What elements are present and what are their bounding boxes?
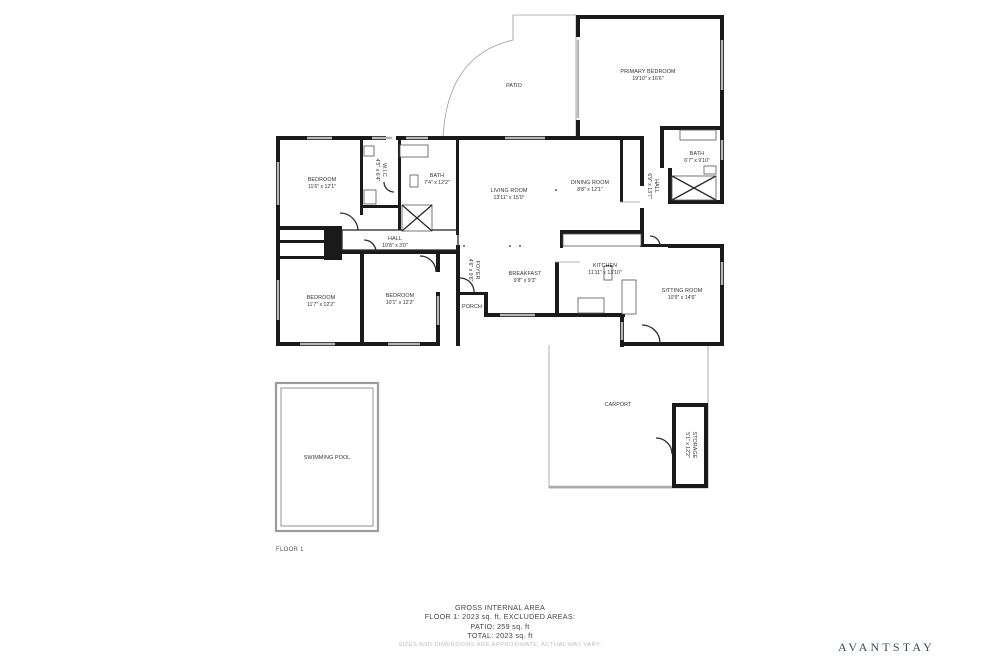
summary-line-2: PATIO: 259 sq. ft [470,621,530,631]
bath-2-label: BATH [690,151,704,157]
area-summary: GROSS INTERNAL AREA FLOOR 1: 2023 sq. ft… [380,603,620,650]
porch-label: PORCH [462,304,482,310]
bath-2-dims: 6'7" x 9'10" [684,158,710,164]
bath-1-label: BATH [430,173,444,179]
carport-label: CARPORT [605,402,633,408]
bedroom-3-dims: 10'1" x 12'2" [386,300,415,306]
bedroom-3-label: BEDROOM [386,293,415,299]
breakfast-dims: 9'8" x 9'3" [514,278,537,284]
room-labels: PATIO PRIMARY BEDROOM 19'10" x 16'6" BED… [304,69,710,461]
primary-bedroom-label: PRIMARY BEDROOM [620,69,676,75]
hall-2-label: HALL [388,236,402,242]
dining-room-label: DINING ROOM [571,180,610,186]
bedroom-1-label: BEDROOM [308,177,337,183]
wic-label: W.I.C [381,163,387,177]
sitting-room-dims: 10'9" x 14'6" [668,295,697,301]
hall-2-dims: 10'8" x 3'0" [382,243,408,249]
summary-heading: GROSS INTERNAL AREA [454,603,546,612]
storage-dims: 5'1" x 12'2" [684,432,690,458]
fixtures [339,129,717,455]
breakfast-label: BREAKFAST [509,271,542,277]
dining-room-dims: 8'8" x 12'1" [577,187,603,193]
summary-line-3: TOTAL: 2023 sq. ft [467,631,533,641]
hall-1-dims: 6'9" x 13'7" [646,173,652,199]
living-room-label: LIVING ROOM [490,188,527,194]
foyer-label: FOYER [474,260,480,279]
kitchen-dims: 11'11" x 13'10" [588,270,622,276]
summary-disclaimer: SIZES AND DIMENSIONS ARE APPROXIMATE, AC… [398,641,602,648]
floor-label: FLOOR 1 [276,547,304,553]
bedroom-1-dims: 11'6" x 12'1" [308,184,336,190]
living-room-dims: 13'11" x 15'0" [494,195,525,201]
patio-area [442,14,577,139]
hall-1-label: HALL [653,179,659,193]
primary-bedroom-dims: 19'10" x 16'6" [632,76,663,82]
patio-label: PATIO [506,83,522,89]
brand-logo: AVANTSTAY [838,640,935,654]
wic-dims: 4'5" x 6'4" [374,159,380,182]
swimming-pool-label: SWIMMING POOL [304,455,351,461]
foyer-dims: 4'6" x 9'6" [467,259,473,282]
storage-label: STORAGE [691,432,697,459]
bath-1-dims: 7'4" x 12'2" [424,180,450,186]
summary-line-1: FLOOR 1: 2023 sq. ft, EXCLUDED AREAS: [424,612,576,622]
carport-outline [548,345,709,489]
kitchen-label: KITCHEN [593,263,617,269]
bedroom-2-dims: 11'7" x 12'2" [307,302,335,308]
sitting-room-label: SITTING ROOM [662,288,703,294]
windows [276,40,724,346]
walls [276,15,724,488]
bedroom-2-label: BEDROOM [307,295,336,301]
swimming-pool-outline [274,381,380,533]
